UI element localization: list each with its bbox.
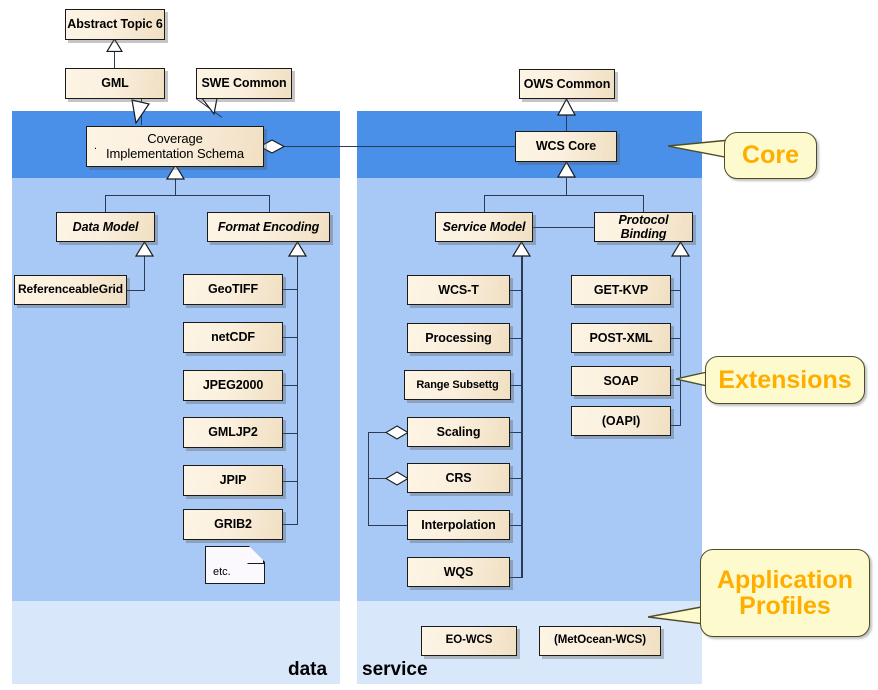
note-etc-label: etc. <box>213 566 231 578</box>
edge-agg-scaling <box>368 432 386 433</box>
class-format-gmljp2[interactable]: GMLJP2 <box>183 417 283 448</box>
generalization-arrow-gml <box>126 99 156 126</box>
aggregation-diamond-crs <box>385 471 409 486</box>
class-profile-metocean-wcs[interactable]: (MetOcean-WCS) <box>539 626 661 656</box>
callout-extensions[interactable]: Extensions <box>705 356 865 404</box>
edge-bus-to-servicemodel <box>484 195 485 212</box>
class-referenceable-grid[interactable]: ReferenceableGrid <box>14 275 127 305</box>
class-protocol-post-xml[interactable]: POST-XML <box>571 323 671 353</box>
class-wcs-core[interactable]: WCS Core <box>515 131 617 162</box>
class-protocol-oapi[interactable]: (OAPI) <box>571 406 671 436</box>
edge-protocolbinding-spine <box>680 256 681 426</box>
class-format-encoding[interactable]: Format Encoding <box>207 212 330 242</box>
edge-gml-to-topic6 <box>114 39 115 68</box>
edge-pb-oapi <box>671 425 681 426</box>
edge-sm-interpolation <box>510 525 523 526</box>
generalization-arrow-protocolbinding <box>671 242 690 257</box>
callout-application-profiles[interactable]: Application Profiles <box>700 549 870 637</box>
generalization-arrow-datamodel <box>135 242 154 257</box>
data-package-label: data <box>288 659 328 680</box>
class-coverage-implementation-schema[interactable]: . Coverage Implementation Schema <box>86 126 264 167</box>
note-etc[interactable]: etc. <box>205 546 265 584</box>
edge-servicemodel-protocolbinding <box>533 227 594 228</box>
class-profile-eo-wcs[interactable]: EO-WCS <box>421 626 517 656</box>
class-gml[interactable]: GML <box>65 68 165 99</box>
edge-formatencoding-spine <box>297 256 298 524</box>
edge-agg-interpolation <box>368 525 408 526</box>
callout-app-profiles-line2: Profiles <box>739 592 831 620</box>
edge-fe-netcdf <box>283 337 298 338</box>
edge-agg-crs <box>368 478 386 479</box>
edge-pb-postxml <box>671 338 681 339</box>
edge-datamodel-bus <box>105 195 269 196</box>
edge-bus-to-protocolbinding <box>643 195 644 212</box>
edge-wcscore-down <box>566 178 567 196</box>
edge-sm-crs <box>510 478 523 479</box>
generalization-arrow-wcscore <box>557 162 576 178</box>
edge-refgrid-up <box>144 256 145 290</box>
aggregation-diamond-scaling <box>385 425 409 440</box>
class-service-scaling[interactable]: Scaling <box>407 417 510 447</box>
data-profiles-band <box>12 601 340 684</box>
class-service-wcs-t[interactable]: WCS-T <box>407 275 510 305</box>
generalization-arrow-formatencoding <box>288 242 307 257</box>
edge-sm-processing <box>510 338 523 339</box>
class-abstract-topic-6[interactable]: Abstract Topic 6 <box>65 9 165 40</box>
class-format-netcdf[interactable]: netCDF <box>183 322 283 353</box>
class-data-model[interactable]: Data Model <box>56 212 155 242</box>
class-format-jpeg2000[interactable]: JPEG2000 <box>183 370 283 401</box>
aggregation-diamond-cis <box>259 139 285 154</box>
cis-label-line1: Coverage <box>147 130 203 146</box>
edge-refgrid-h <box>122 290 145 291</box>
cis-dot-marker: . <box>94 140 97 152</box>
edge-pb-getkvp <box>671 290 681 291</box>
class-ows-common[interactable]: OWS Common <box>519 69 615 99</box>
edge-fe-gmljp2 <box>283 433 298 434</box>
class-service-interpolation[interactable]: Interpolation <box>407 510 510 540</box>
edge-sm-wcst <box>510 290 523 291</box>
data-extensions-band <box>12 178 340 601</box>
generalization-arrow-topic6 <box>106 39 123 52</box>
edge-cis-down <box>175 178 176 196</box>
generalization-arrow-cis <box>166 165 185 180</box>
edge-sm-wqs <box>510 577 523 578</box>
class-service-range-subsetting[interactable]: Range Subsettg <box>404 370 511 400</box>
edge-sm-scaling <box>510 432 523 433</box>
edge-bus-to-datamodel <box>105 195 106 212</box>
edge-servicemodel-spine <box>521 256 523 578</box>
edge-fe-geotiff <box>283 289 298 290</box>
class-protocol-get-kvp[interactable]: GET-KVP <box>571 275 671 305</box>
edge-pb-soap <box>671 385 681 386</box>
cis-label-line2: Implementation Schema <box>105 145 245 161</box>
class-format-jpip[interactable]: JPIP <box>183 465 283 496</box>
generalization-arrow-servicemodel <box>512 242 531 257</box>
callout-app-profiles-line1: Application <box>716 565 854 594</box>
class-format-geotiff[interactable]: GeoTIFF <box>183 274 283 305</box>
service-package-label: service <box>362 659 428 680</box>
class-service-processing[interactable]: Processing <box>407 323 510 353</box>
edge-fe-jpip <box>283 481 298 482</box>
edge-fe-grib2 <box>283 524 298 525</box>
edge-cis-wcscore <box>276 146 516 147</box>
class-protocol-soap[interactable]: SOAP <box>571 366 671 396</box>
class-service-crs[interactable]: CRS <box>407 463 510 493</box>
edge-sm-rangesubset <box>510 385 523 386</box>
class-service-wqs[interactable]: WQS <box>407 557 510 587</box>
generalization-arrow-owscommon <box>557 99 576 116</box>
class-protocol-binding[interactable]: Protocol Binding <box>594 212 693 242</box>
class-format-grib2[interactable]: GRIB2 <box>183 509 283 540</box>
callout-core[interactable]: Core <box>724 132 817 179</box>
class-service-model[interactable]: Service Model <box>435 212 533 242</box>
class-swe-common[interactable]: SWE Common <box>196 68 292 99</box>
edge-bus-to-formatencoding <box>269 195 270 212</box>
edge-servicemodel-bus <box>484 195 644 196</box>
edge-fe-jpeg2000 <box>283 385 298 386</box>
